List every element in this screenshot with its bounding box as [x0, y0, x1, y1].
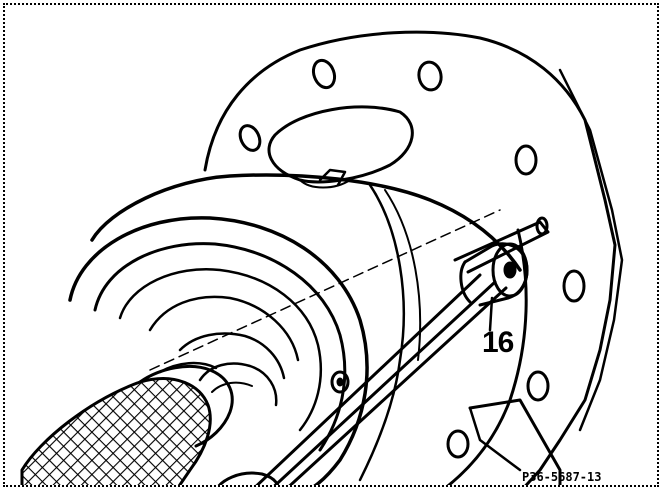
flange-bolt-holes [238, 58, 586, 459]
reference-line [149, 209, 501, 371]
tool-body [217, 471, 280, 485]
figure-code: P36-5687-13 [522, 470, 602, 484]
housing-slot [267, 105, 414, 184]
locating-pin [330, 370, 350, 394]
gauge-rod [255, 216, 550, 485]
indicator-block [459, 242, 529, 307]
knurled-handle [20, 377, 212, 485]
housing-body [90, 173, 522, 272]
callout-leader [488, 296, 494, 332]
support-bracket [468, 398, 562, 485]
callout-label-16: 16 [482, 326, 514, 359]
mounting-flange [203, 30, 617, 485]
